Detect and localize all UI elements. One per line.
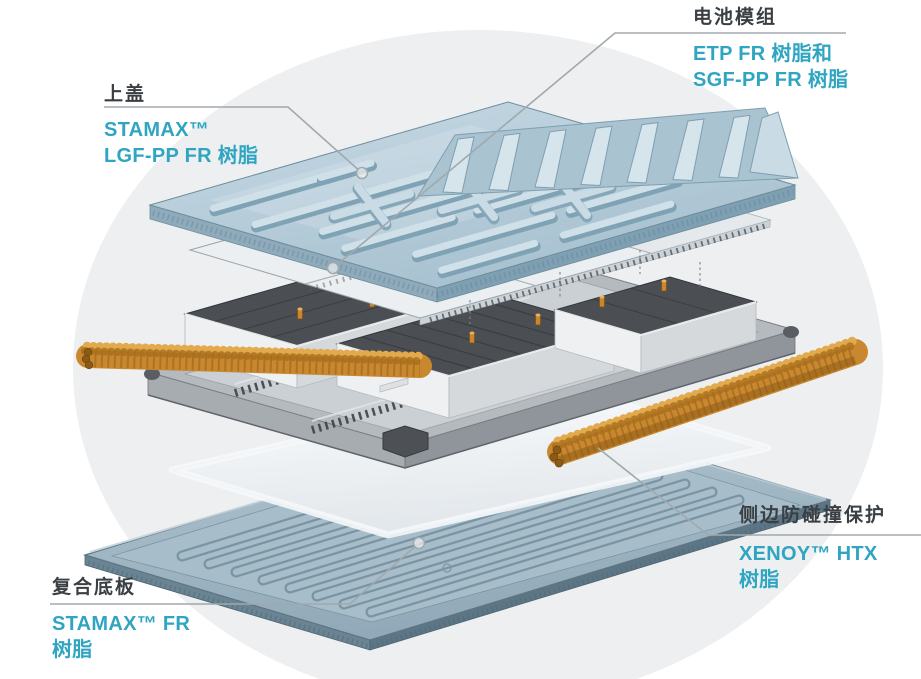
material-line: XENOY™ HTX (739, 543, 878, 565)
material-line: 树脂 (739, 569, 780, 591)
cover-x-pads (328, 175, 617, 231)
callout-bottom-plate-material: STAMAX™ FR 树脂 (52, 611, 190, 663)
leader-endpoint-circle (326, 261, 340, 275)
callout-bottom-plate-heading: 复合底板 (52, 577, 137, 598)
top-cover-layer (148, 101, 799, 303)
leader-battery-module (332, 32, 846, 269)
material-line: LGF-PP FR 树脂 (104, 145, 259, 167)
cover-rim-serration (152, 210, 438, 298)
callout-battery-module-material: ETP FR 树脂和 SGF-PP FR 树脂 (693, 41, 848, 93)
material-line: ETP FR 树脂和 (693, 43, 833, 65)
callout-side-impact-material: XENOY™ HTX 树脂 (739, 541, 878, 593)
callout-side-impact-heading: 侧边防碰撞保护 (739, 505, 887, 526)
material-line: SGF-PP FR 树脂 (693, 69, 849, 91)
leader-endpoint-circle (355, 166, 369, 180)
lid-connector-ticks (429, 223, 766, 323)
tray-corner-cap (382, 425, 429, 458)
module-terminal (599, 279, 667, 308)
material-line: STAMAX™ FR (52, 613, 191, 635)
leader-top-cover (104, 106, 363, 174)
callout-top-cover-heading: 上盖 (104, 84, 147, 105)
callout-battery-module-heading: 电池模组 (693, 7, 778, 28)
material-line: 树脂 (52, 639, 93, 661)
side-impact-absorber-right (547, 336, 868, 468)
module-terminal (469, 313, 541, 344)
leader-side-impact (597, 447, 921, 536)
callout-top-cover-material: STAMAX™ LGF-PP FR 树脂 (104, 117, 258, 169)
cover-finned-hump (417, 107, 799, 197)
material-line: STAMAX™ (104, 119, 210, 141)
side-impact-absorber-left (76, 341, 432, 378)
leader-endpoint-circle (412, 536, 426, 550)
callout-leader-lines (50, 32, 921, 605)
cover-rim-serration (436, 189, 794, 298)
leader-bottom-plate (50, 542, 420, 605)
assembly-guide-pins (469, 250, 701, 324)
battery-module (553, 276, 758, 374)
